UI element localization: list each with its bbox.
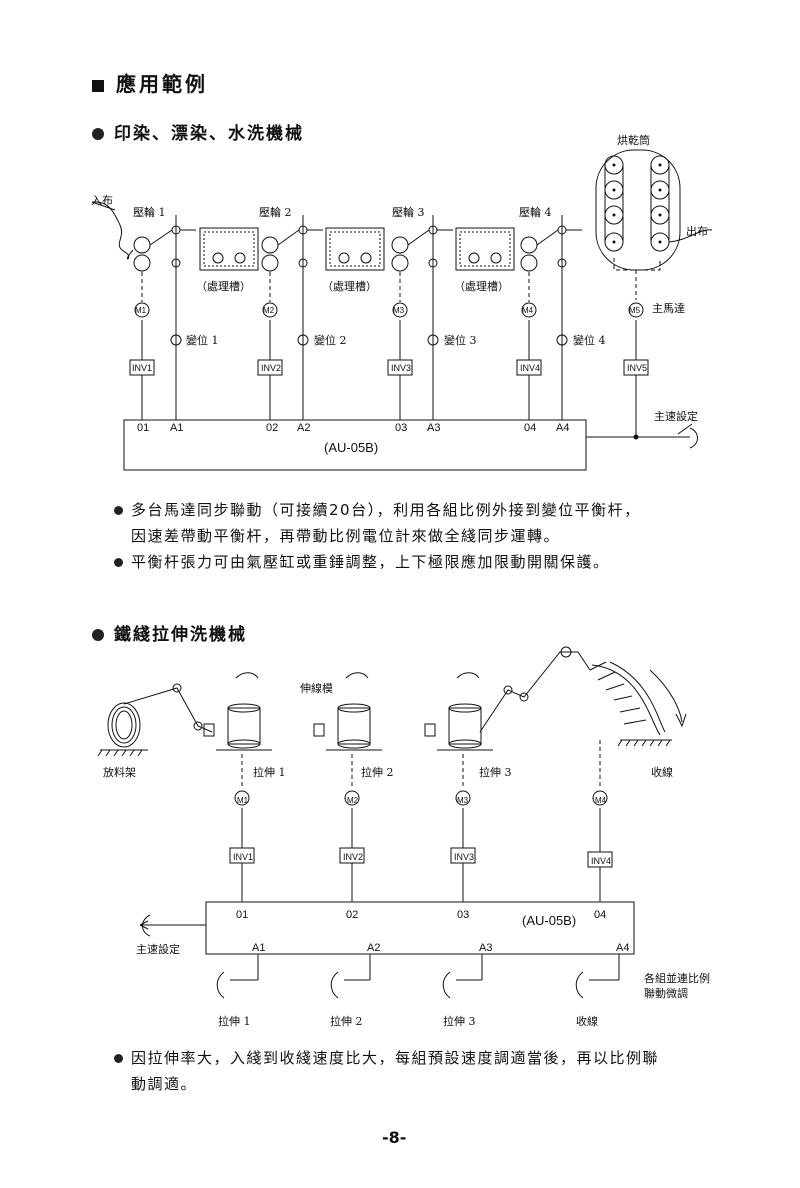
motor-label-2: M2 [263,306,275,315]
dryer-label: 烘乾筒 [617,133,650,147]
dyeing-machine-diagram: 入布 出布 烘乾筒 主馬達 主速設定 (AU-05B) 壓輪 1 壓輪 2 壓輪… [91,133,713,471]
bullet-icon [114,558,123,567]
out-label-1: 01 [137,422,149,434]
inv-label-3: INV3 [454,852,474,862]
bullet-text: 平衡杆張力可由氣壓缸或重錘調整，上下極限應加限動開關保護。 [131,553,610,571]
in-label-4: A4 [616,942,629,954]
out-label-2: 02 [266,422,278,434]
pot-label-3: 變位 3 [444,333,477,347]
in-label-2: A2 [367,942,380,954]
motor-label-1: M1 [135,306,147,315]
main-motor-label: 主馬達 [652,302,685,315]
bullet-item-continued: 因速差帶動平衡杆，再帶動比例電位計來做全綫同步運轉。 [114,523,774,549]
tank-label-2: （處理槽） [322,279,377,293]
payoff-label: 放料架 [103,765,136,779]
tank-label-1: （處理槽） [196,279,251,293]
stretch-label-1: 拉伸 1 [253,765,286,779]
bullet-item: 平衡杆張力可由氣壓缸或重錘調整，上下極限應加限動開關保護。 [114,549,774,575]
bullet-text: 因速差帶動平衡杆，再帶動比例電位計來做全綫同步運轉。 [131,527,561,545]
out-label-4: 04 [594,909,606,921]
pot-label-4: 變位 4 [573,333,606,347]
example1-bullets: 多台馬達同步聯動（可接續20台），利用各組比例外接到變位平衡杆， 因速差帶動平衡… [114,497,774,575]
pot-label-4: 收線 [576,1014,598,1028]
bullet-icon [92,128,104,140]
die-label: 伸線模 [300,681,333,695]
out-label-3: 03 [457,909,469,921]
bullet-item-continued: 動調適。 [114,1071,774,1097]
motor-label-3: M3 [393,306,405,315]
out-label-3: 03 [395,422,407,434]
tank-label-3: （處理槽） [454,279,509,293]
out-label-1: 01 [236,909,248,921]
note-line-1: 各組並連比例 [644,971,710,985]
controller-label: (AU-05B) [324,440,378,455]
takeup-label: 收線 [651,765,673,779]
bullet-icon [114,1054,123,1063]
roller-label-4: 壓輪 4 [519,205,552,219]
section-heading: 應用範例 [92,68,208,97]
in-cloth-label: 入布 [91,194,113,207]
motor-label-1: M1 [237,796,249,805]
out-label-4: 04 [524,422,536,434]
inv-label-1: INV1 [233,852,253,862]
square-bullet-icon [92,79,104,92]
roller-label-2: 壓輪 2 [259,205,292,219]
main-speed-label: 主速設定 [136,942,180,956]
out-label-2: 02 [346,909,358,921]
page-number: -8- [382,1128,407,1147]
pot-label-2: 變位 2 [314,333,347,347]
bullet-text: 因拉伸率大，入綫到收綫速度比大，每組預設速度調適當後，再以比例聯 [131,1049,660,1067]
inv-label-5: INV5 [627,363,647,373]
bullet-item: 因拉伸率大，入綫到收綫速度比大，每組預設速度調適當後，再以比例聯 [114,1045,774,1071]
section-title: 應用範例 [116,72,208,96]
inv-label-4: INV4 [520,363,540,373]
example2-bullets: 因拉伸率大，入綫到收綫速度比大，每組預設速度調適當後，再以比例聯 動調適。 [114,1045,774,1097]
in-label-1: A1 [252,942,265,954]
inv-label-4: INV4 [591,856,611,866]
motor-label-3: M3 [457,796,469,805]
inv-label-2: INV2 [343,852,363,862]
in-label-4: A4 [556,422,569,434]
in-label-3: A3 [479,942,492,954]
note-line-2: 聯動微調 [644,986,688,1000]
stretch-label-3: 拉伸 3 [479,765,512,779]
bullet-text: 動調適。 [131,1075,198,1093]
in-label-1: A1 [170,422,183,434]
pot-label-1: 變位 1 [186,333,219,347]
bullet-icon [92,629,104,641]
in-label-2: A2 [297,422,310,434]
in-label-3: A3 [427,422,440,434]
out-cloth-label: 出布 [686,224,708,238]
roller-label-1: 壓輪 1 [133,205,166,219]
stretch-label-2: 拉伸 2 [361,765,394,779]
bullet-icon [114,506,123,515]
motor-label-4: M4 [595,796,607,805]
pot-label-1: 拉伸 1 [218,1014,251,1028]
pot-label-2: 拉伸 2 [330,1014,363,1028]
inv-label-1: INV1 [132,363,152,373]
motor-label-5: M5 [629,306,641,315]
example2-title: 鐵綫拉伸洗機械 [114,625,247,645]
example1-heading: 印染、漂染、水洗機械 [92,119,304,144]
wire-drawing-diagram: 伸線模 放料架 拉伸 1 拉伸 2 拉伸 3 收線 主速設定 (AU-05B) … [97,646,710,1028]
inv-label-2: INV2 [261,363,281,373]
example1-title: 印染、漂染、水洗機械 [114,124,304,144]
motor-label-2: M2 [347,796,359,805]
main-speed-label: 主速設定 [654,409,698,423]
motor-label-4: M4 [522,306,534,315]
controller-label: (AU-05B) [522,913,576,928]
roller-label-3: 壓輪 3 [392,205,425,219]
example2-heading: 鐵綫拉伸洗機械 [92,620,247,645]
pot-label-3: 拉伸 3 [443,1014,476,1028]
bullet-item: 多台馬達同步聯動（可接續20台），利用各組比例外接到變位平衡杆， [114,497,774,523]
inv-label-3: INV3 [391,363,411,373]
bullet-text: 多台馬達同步聯動（可接續20台），利用各組比例外接到變位平衡杆， [131,501,641,519]
